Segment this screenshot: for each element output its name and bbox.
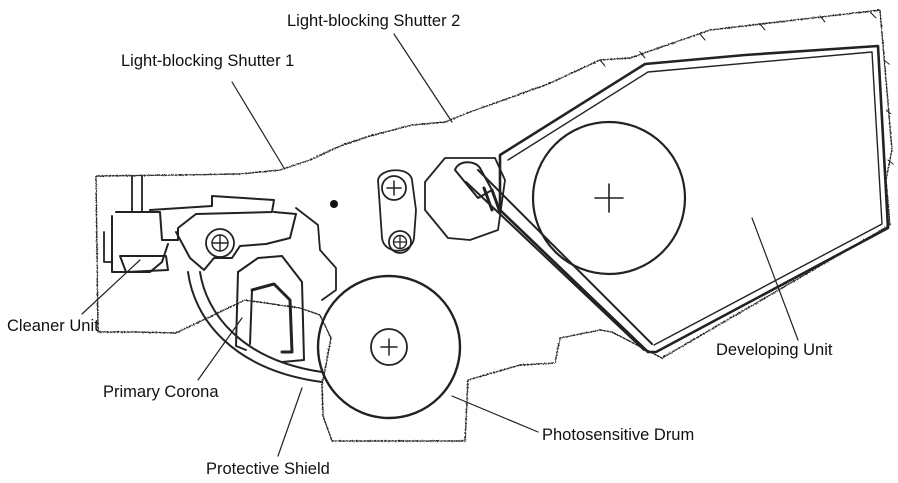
cleaner-blade [119,255,169,273]
cleaner-box [111,215,169,273]
drum-hub [370,328,408,366]
leader-lines [81,33,799,457]
developing-unit-housing [498,44,890,354]
leader-cleaner [81,259,141,315]
central-frame-plate [295,207,337,301]
leader-protective-shield [277,387,303,457]
housing-hatching [599,11,894,165]
cleaner-roller-screw-mark [211,234,229,252]
cleaner-frame [115,195,275,241]
lower-pivot-screw [388,230,412,254]
leader-primary-corona [197,317,243,381]
leader-shutter2 [393,33,453,123]
cleaner-roller-screw [205,228,235,258]
primary-corona-shield [235,271,253,351]
shutter2-block [424,157,506,241]
leader-photosensitive-drum [451,395,539,433]
developing-cylinder [531,120,687,276]
label-developing-unit: Developing Unit [716,341,833,359]
upper-pivot-screw-mark [386,180,402,196]
leader-shutter1 [231,81,285,169]
primary-corona-wire-holder [250,282,294,354]
shutter-link-plate [377,169,417,252]
lower-pivot-screw-mark [393,235,407,249]
cartridge-housing-outline [95,9,893,442]
leader-developing-unit [751,217,799,341]
developing-cylinder-center-mark [594,183,624,213]
label-primary-corona: Primary Corona [103,383,219,401]
blade-holder [454,161,493,199]
developing-blade-arm [465,169,653,351]
drum-hub-mark [380,338,398,356]
photosensitive-drum [316,274,462,420]
protective-shield [187,271,323,383]
developing-unit-inner-wall [507,51,883,346]
label-light-blocking-shutter-2: Light-blocking Shutter 2 [287,12,461,30]
primary-corona-frame [237,255,305,363]
label-light-blocking-shutter-1: Light-blocking Shutter 1 [121,52,295,70]
cleaner-lower-guide [103,175,143,263]
label-photosensitive-drum: Photosensitive Drum [542,426,695,444]
pivot-pin [330,200,338,208]
protective-shield-inner [199,271,323,373]
label-cleaner-unit: Cleaner Unit [7,317,99,335]
cleaner-scoop [175,211,297,271]
blade-clip [482,186,502,214]
upper-pivot-screw [381,175,407,201]
label-protective-shield: Protective Shield [206,460,330,478]
